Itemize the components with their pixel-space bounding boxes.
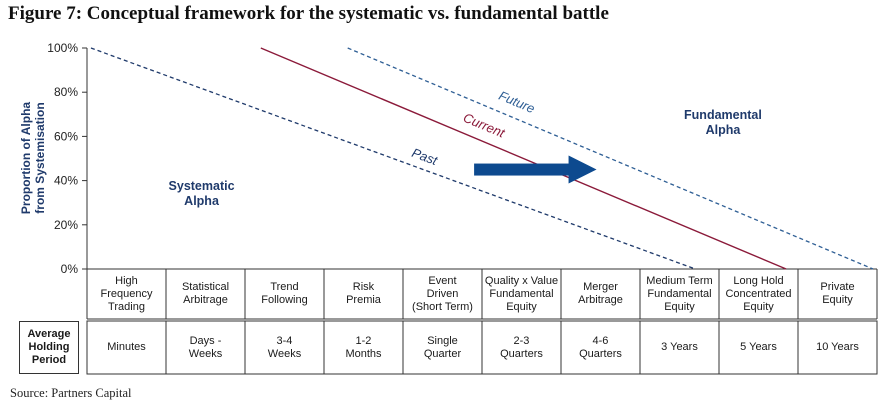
- series-label-future: Future: [497, 88, 537, 116]
- figure-title: Figure 7: Conceptual framework for the s…: [8, 3, 609, 24]
- category-cell: Risk Premia: [346, 281, 381, 306]
- series-label-current: Current: [461, 110, 508, 141]
- trend-arrow: [474, 155, 597, 184]
- y-tick-label: 80%: [54, 85, 78, 99]
- y-tick-label: 0%: [61, 262, 79, 276]
- y-tick-label: 40%: [54, 174, 78, 188]
- holding-period-cell: 10 Years: [816, 341, 859, 353]
- category-cell: Statistical Arbitrage: [181, 281, 230, 306]
- category-cell: Private Equity: [820, 281, 855, 306]
- category-cell: Long Hold Concentrated Equity: [725, 274, 792, 313]
- systematic-alpha-label: Systematic Alpha: [168, 178, 235, 208]
- holding-period-cell: 3 Years: [661, 341, 698, 353]
- holding-period-cell: 3-4 Weeks: [267, 334, 302, 360]
- category-cell: Quality x Value Fundamental Equity: [484, 274, 559, 313]
- category-cell: Trend Following: [261, 281, 308, 306]
- series-line-future: [347, 47, 874, 270]
- holding-period-cell: 5 Years: [740, 341, 777, 353]
- series-label-past: Past: [410, 145, 441, 168]
- category-cell: Merger Arbitrage: [578, 281, 623, 306]
- y-tick-label: 100%: [47, 41, 78, 55]
- holding-period-cell: 1-2 Months: [345, 334, 382, 360]
- holding-period-cell: Minutes: [107, 341, 146, 353]
- holding-period-cell: 2-3 Quarters: [500, 334, 543, 360]
- series-line-current: [260, 47, 787, 270]
- holding-period-cell: Days - Weeks: [188, 334, 223, 360]
- y-tick-label: 20%: [54, 218, 78, 232]
- source-note: Source: Partners Capital: [10, 386, 132, 400]
- trend-arrow-head: [568, 155, 597, 184]
- category-cell: Medium Term Fundamental Equity: [646, 274, 713, 313]
- fundamental-alpha-label: Fundamental Alpha: [684, 108, 762, 138]
- holding-period-cell: 4-6 Quarters: [579, 334, 622, 360]
- trend-arrow-shaft: [474, 163, 571, 176]
- holding-period-cell: Single Quarter: [423, 334, 462, 360]
- y-tick-label: 60%: [54, 129, 78, 143]
- category-cell: Event Driven (Short Term): [412, 274, 473, 313]
- holding-period-header: Average Holding Period: [19, 321, 79, 374]
- category-cell: High Frequency Trading: [100, 274, 153, 313]
- series-line-past: [90, 47, 696, 270]
